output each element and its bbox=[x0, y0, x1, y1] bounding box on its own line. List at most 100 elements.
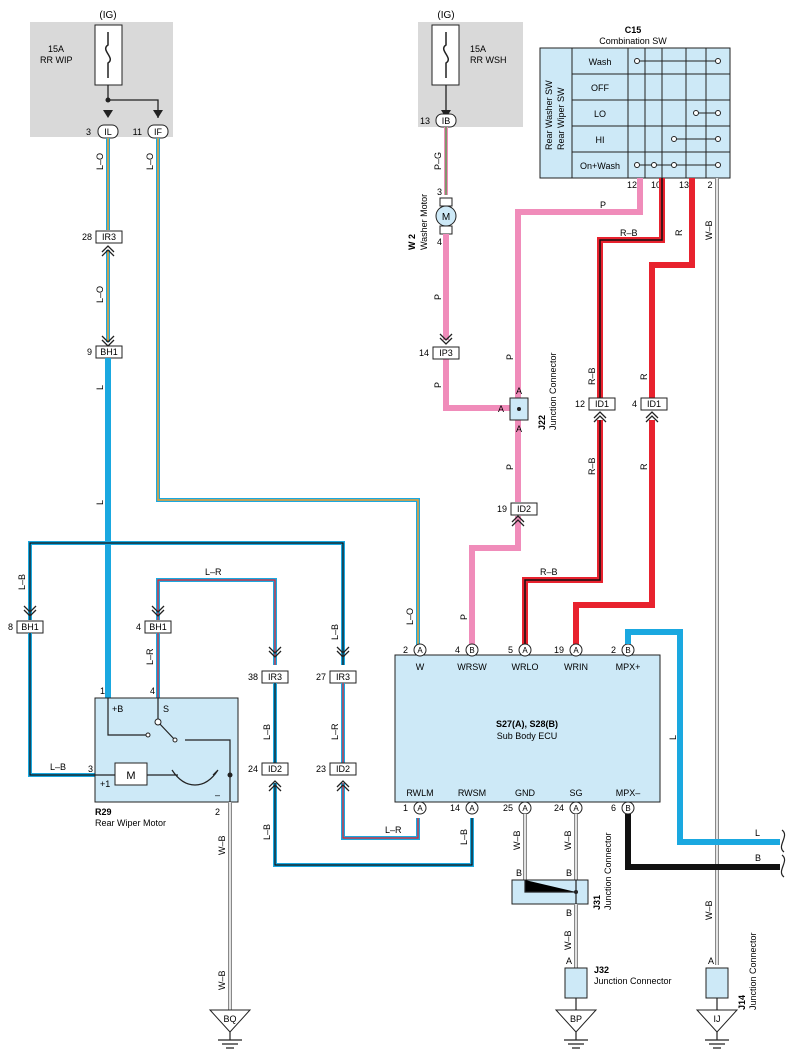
wire-lo-4: L–O bbox=[405, 608, 415, 625]
sw-pin-2: 2 bbox=[707, 180, 712, 190]
ecu-pin-num: 2 bbox=[403, 645, 408, 655]
j22-pin-a-left: A bbox=[498, 404, 504, 414]
conn-id1-a-pin: 12 bbox=[575, 399, 585, 409]
wire-p-4: P bbox=[505, 354, 515, 360]
j31-pin-b1: B bbox=[516, 868, 522, 878]
wire-wb-4: W–B bbox=[704, 900, 714, 920]
ecu-pin-num: 1 bbox=[403, 803, 408, 813]
switch-pos-off: OFF bbox=[591, 83, 609, 93]
wire-rb-1: R–B bbox=[620, 228, 638, 238]
washer-motor-name: Washer Motor bbox=[419, 194, 429, 250]
wire-p-1: P bbox=[433, 294, 443, 300]
j14-junction bbox=[705, 967, 729, 999]
j31-pin-b3: B bbox=[566, 908, 572, 918]
ecu-pin-conn: A bbox=[417, 804, 423, 813]
ecu-pin-name: SG bbox=[569, 788, 582, 798]
fuse-amp-2: 15A bbox=[470, 44, 486, 54]
wire-l-1: L bbox=[95, 385, 105, 390]
conn-if: IF bbox=[154, 127, 163, 137]
ecu-pin-num: 4 bbox=[455, 645, 460, 655]
switch-pos-lo: LO bbox=[594, 109, 606, 119]
ecu-pin-name: WRLO bbox=[512, 662, 539, 672]
wiper-motor-code: R29 bbox=[95, 807, 112, 817]
fuse-name-1: RR WIP bbox=[40, 55, 73, 65]
washer-motor-symbol: M bbox=[442, 212, 450, 223]
wiper-motor-name: Rear Wiper Motor bbox=[95, 818, 166, 828]
conn-id2-top: ID2 bbox=[517, 504, 531, 514]
conn-bh1-left: BH1 bbox=[21, 622, 39, 632]
wire-r-2: R bbox=[639, 373, 649, 380]
ecu-pin-name: RWSM bbox=[458, 788, 486, 798]
ecu-pin-name: RWLM bbox=[406, 788, 433, 798]
switch-pos-hi: HI bbox=[596, 135, 605, 145]
wire-lo-3: L–O bbox=[145, 153, 155, 170]
wire-rb-2: R–B bbox=[587, 367, 597, 385]
ecu-name: Sub Body ECU bbox=[497, 731, 558, 741]
conn-id2-b-pin: 23 bbox=[316, 764, 326, 774]
washer-pin-4: 4 bbox=[437, 237, 442, 247]
wiper-pin-4: 4 bbox=[150, 686, 155, 696]
conn-ir3-top: IR3 bbox=[102, 232, 116, 242]
wiper-pin-plus1: +1 bbox=[100, 779, 110, 789]
ig-label-2: (IG) bbox=[437, 10, 454, 21]
ecu-pin-num: 19 bbox=[554, 645, 564, 655]
wiper-minus: – bbox=[215, 790, 220, 800]
sw-pin-10: 10 bbox=[651, 180, 661, 190]
wire-lb-1: L–B bbox=[17, 574, 27, 590]
wire-wb-7: W–B bbox=[563, 930, 573, 950]
wiper-motor-icon bbox=[114, 762, 148, 786]
ecu-pin-conn: A bbox=[417, 646, 423, 655]
ecu-pin-conn: A bbox=[573, 804, 579, 813]
wire-wb-6: W–B bbox=[563, 830, 573, 850]
j31-code: J31 bbox=[592, 895, 602, 910]
j31-pin-b2: B bbox=[566, 868, 572, 878]
wire-r-3: R bbox=[639, 463, 649, 470]
conn-bh1-top-pin: 9 bbox=[87, 347, 92, 357]
ig-label-1: (IG) bbox=[99, 10, 116, 21]
conn-id1-a: ID1 bbox=[595, 399, 609, 409]
wire-wb-1: W–B bbox=[217, 835, 227, 855]
sw-pin-12: 12 bbox=[627, 180, 637, 190]
ecu-pin-conn: A bbox=[573, 646, 579, 655]
ecu-code: S27(A), S28(B) bbox=[496, 719, 558, 729]
wire-lb-5: L–B bbox=[262, 824, 272, 840]
ecu-pin-name: MPX– bbox=[616, 788, 641, 798]
wire-rb-4: R–B bbox=[540, 567, 558, 577]
j31-name: Junction Connector bbox=[603, 832, 613, 910]
j32-name: Junction Connector bbox=[594, 976, 672, 986]
j22-pin-a-top: A bbox=[516, 386, 522, 396]
j32-junction bbox=[564, 967, 588, 999]
wire-p-5: P bbox=[505, 464, 515, 470]
conn-id2-a: ID2 bbox=[268, 764, 282, 774]
wire-p-3: P bbox=[600, 200, 606, 210]
j22-code: J22 bbox=[537, 415, 547, 430]
ecu-pin-conn: A bbox=[522, 646, 528, 655]
conn-id1-b: ID1 bbox=[647, 399, 661, 409]
ecu-pin-name: WRIN bbox=[564, 662, 588, 672]
conn-ir3-top-pin: 28 bbox=[82, 232, 92, 242]
j32-code: J32 bbox=[594, 965, 609, 975]
conn-id2-b: ID2 bbox=[336, 764, 350, 774]
conn-bh1-top: BH1 bbox=[100, 347, 118, 357]
wiper-pin-3: 3 bbox=[88, 764, 93, 774]
ecu-pin-num: 5 bbox=[508, 645, 513, 655]
conn-il: IL bbox=[104, 127, 112, 137]
ecu-pin-name: GND bbox=[515, 788, 536, 798]
washer-pin-3: 3 bbox=[437, 187, 442, 197]
ecu-pin-num: 6 bbox=[611, 803, 616, 813]
wire-lb-3: L–B bbox=[50, 762, 66, 772]
switch-pos-wash: Wash bbox=[589, 57, 612, 67]
conn-ib: IB bbox=[442, 116, 451, 126]
wire-p-2: P bbox=[433, 382, 443, 388]
wire-p-6: P bbox=[459, 614, 469, 620]
conn-ip3: IP3 bbox=[439, 348, 453, 358]
ecu-top-pins: A 2 W B 4 WRSW A 5 WRLO A 19 WRIN B 2 MP… bbox=[403, 643, 640, 672]
conn-id1-b-pin: 4 bbox=[632, 399, 637, 409]
ecu-pin-num: 24 bbox=[554, 803, 564, 813]
j32-pin-a: A bbox=[566, 956, 572, 966]
wire-l-4: L bbox=[755, 828, 760, 838]
conn-id2-a-pin: 24 bbox=[248, 764, 258, 774]
conn-bh1-left-pin: 8 bbox=[8, 622, 13, 632]
washer-motor-code: W 2 bbox=[407, 234, 417, 250]
fuse-name-2: RR WSH bbox=[470, 55, 507, 65]
